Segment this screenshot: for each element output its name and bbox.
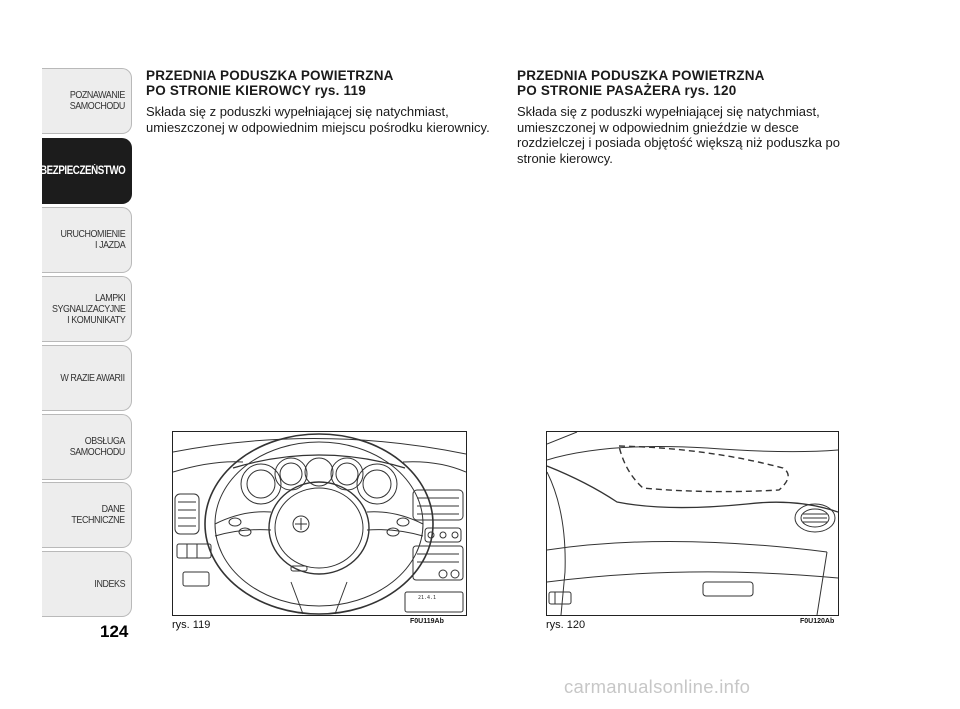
tab-label: BEZPIECZEŃSTWO: [39, 164, 126, 177]
figure-code: F0U119Ab: [410, 618, 444, 625]
figure-caption: rys. 119: [172, 619, 211, 631]
page-number: 124: [100, 622, 129, 641]
section-body: Składa się z poduszki wypełniającej się …: [517, 104, 841, 166]
tab-label: OBSŁUGA SAMOCHODU: [69, 435, 126, 458]
tab-dane-techniczne[interactable]: DANE TECHNICZNE: [42, 482, 132, 548]
chapter-sidebar: POZNAWANIE SAMOCHODU BEZPIECZEŃSTWO URUC…: [39, 68, 134, 620]
tab-label: DANE TECHNICZNE: [71, 503, 126, 526]
tab-obsluga-samochodu[interactable]: OBSŁUGA SAMOCHODU: [42, 414, 132, 480]
tab-w-razie-awarii[interactable]: W RAZIE AWARII: [42, 345, 132, 411]
passenger-dashboard-figure: [546, 431, 839, 616]
section-heading: PRZEDNIA PODUSZKA POWIETRZNA PO STRONIE …: [517, 68, 765, 98]
watermark: carmanualsonline.info: [564, 676, 751, 697]
figure-caption: rys. 120: [546, 619, 586, 631]
tab-label: INDEKS: [94, 577, 125, 590]
tab-label: POZNAWANIE SAMOCHODU: [69, 89, 126, 112]
tab-label: LAMPKI SYGNALIZACYJNE I KOMUNIKATY: [51, 291, 126, 326]
tab-label: URUCHOMIENIE I JAZDA: [60, 228, 125, 251]
tab-uruchomienie-i-jazda[interactable]: URUCHOMIENIE I JAZDA: [42, 207, 132, 273]
tab-indeks[interactable]: INDEKS: [42, 551, 132, 617]
tab-poznawanie-samochodu[interactable]: POZNAWANIE SAMOCHODU: [42, 68, 132, 134]
passenger-airbag-section: PRZEDNIA PODUSZKA POWIETRZNA PO STRONIE …: [517, 68, 867, 166]
section-body: Składa się z poduszki wypełniającej się …: [146, 104, 490, 135]
driver-airbag-section: PRZEDNIA PODUSZKA POWIETRZNA PO STRONIE …: [146, 68, 496, 135]
steering-wheel-figure: 21.4.1: [172, 431, 467, 616]
figure-code: F0U120Ab: [800, 618, 835, 625]
section-heading: PRZEDNIA PODUSZKA POWIETRZNA PO STRONIE …: [146, 68, 394, 98]
tab-label: W RAZIE AWARII: [60, 371, 126, 384]
radio-display-text: 21.4.1: [418, 595, 437, 601]
tab-bezpieczenstwo[interactable]: BEZPIECZEŃSTWO: [39, 138, 132, 204]
tab-lampki-sygnalizacyjne[interactable]: LAMPKI SYGNALIZACYJNE I KOMUNIKATY: [42, 276, 132, 342]
